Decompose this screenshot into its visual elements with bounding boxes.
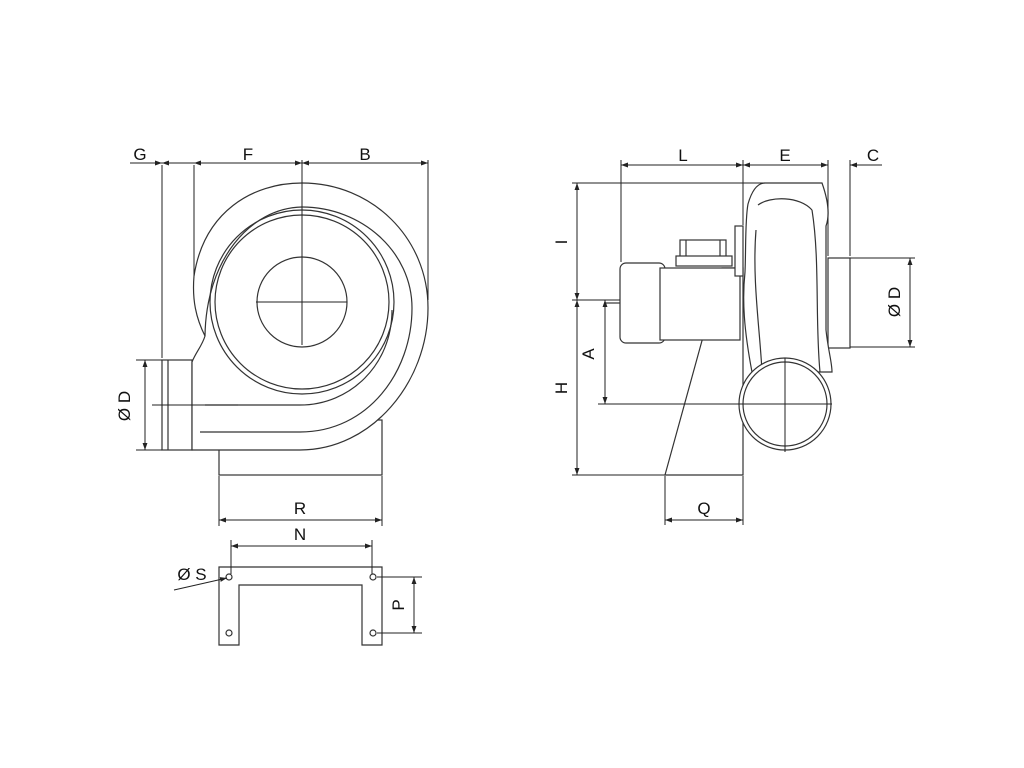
label-b: B xyxy=(359,145,370,164)
label-n: N xyxy=(294,525,306,544)
side-terminal-box xyxy=(679,239,727,259)
side-inlet-flange xyxy=(827,257,851,349)
label-g: G xyxy=(133,145,146,164)
label-a: A xyxy=(579,348,598,360)
side-motor-body xyxy=(659,267,741,341)
label-l: L xyxy=(678,146,687,165)
base-plate xyxy=(218,566,383,646)
side-housing xyxy=(743,182,833,373)
label-i: I xyxy=(552,240,571,245)
side-motor-endcap xyxy=(619,262,666,344)
label-q: Q xyxy=(697,499,710,518)
front-view: G F B Ø D R xyxy=(115,145,429,526)
label-outlet-diameter: Ø D xyxy=(115,391,134,421)
base-view: N Ø S P xyxy=(173,525,422,646)
label-f: F xyxy=(243,145,253,164)
label-h: H xyxy=(552,382,571,394)
label-p: P xyxy=(389,599,408,610)
label-hole-diameter: Ø S xyxy=(177,565,206,584)
label-inlet-diameter: Ø D xyxy=(885,287,904,317)
label-r: R xyxy=(294,499,306,518)
side-view: L E C I A H Q Ø D xyxy=(552,146,915,525)
label-e: E xyxy=(779,146,790,165)
label-c: C xyxy=(867,146,879,165)
